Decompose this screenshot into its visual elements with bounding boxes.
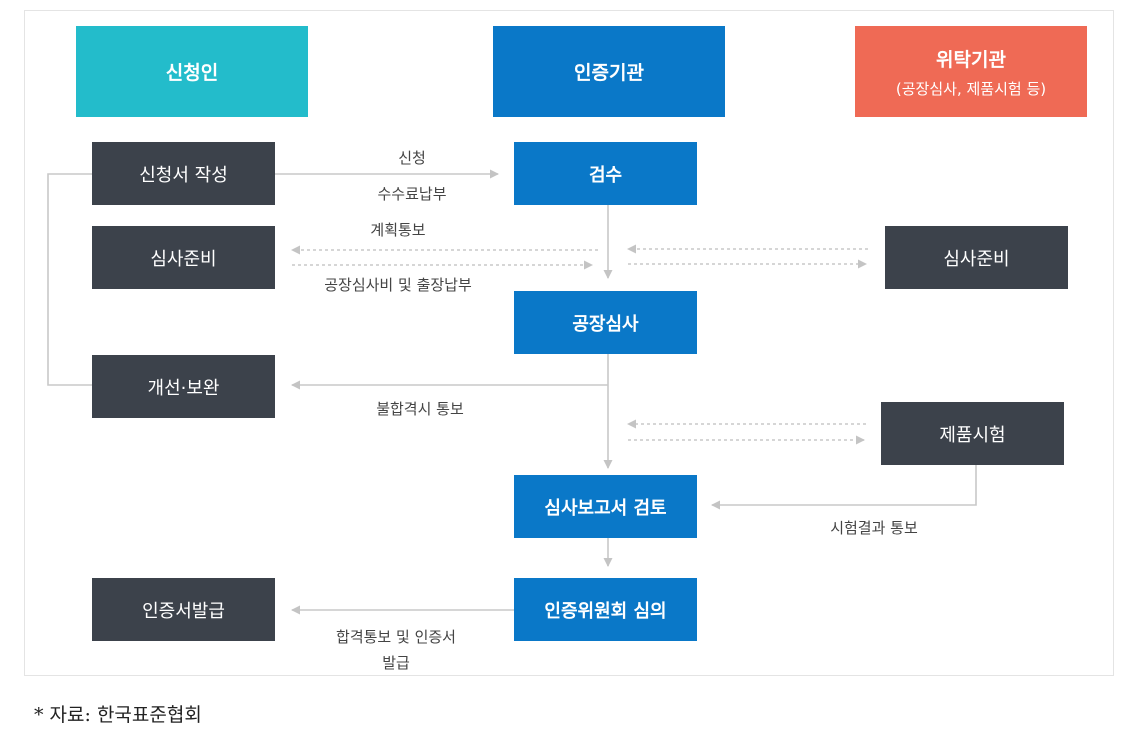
header-delegate: 위탁기관 (공장심사, 제품시험 등) [855,26,1087,117]
box-applicant-prep: 심사준비 [92,226,275,289]
box-issue: 인증서발급 [92,578,275,641]
label-apply: 신청 [398,149,426,167]
label-pass-notice-2: 발급 [382,654,410,672]
source-note: * 자료: 한국표준협회 [34,704,202,726]
box-application: 신청서 작성 [92,142,275,205]
arrow-test-result [711,465,977,510]
box-improve: 개선·보완 [92,355,275,418]
label-fail-notice: 불합격시 통보 [376,400,464,418]
label-test-result: 시험결과 통보 [830,519,918,537]
header-delegate-title: 위탁기관 [936,48,1006,71]
label-pass-notice-1: 합격통보 및 인증서 [336,628,456,646]
label-plan-notice: 계획통보 [370,221,426,239]
header-delegate-sub: (공장심사, 제품시험 등) [895,79,1047,98]
label-fee: 수수료납부 [377,185,447,203]
box-report-review: 심사보고서 검토 [514,475,697,538]
box-delegate-prep: 심사준비 [885,226,1068,289]
box-committee: 인증위원회 심의 [514,578,697,641]
loop-improve-to-application [47,173,92,386]
box-receipt: 검수 [514,142,697,205]
box-product-test: 제품시험 [881,402,1064,465]
box-factory-audit: 공장심사 [514,291,697,354]
header-applicant: 신청인 [76,26,308,117]
label-audit-fee: 공장심사비 및 출장납부 [324,276,472,294]
header-cert-body: 인증기관 [493,26,725,117]
